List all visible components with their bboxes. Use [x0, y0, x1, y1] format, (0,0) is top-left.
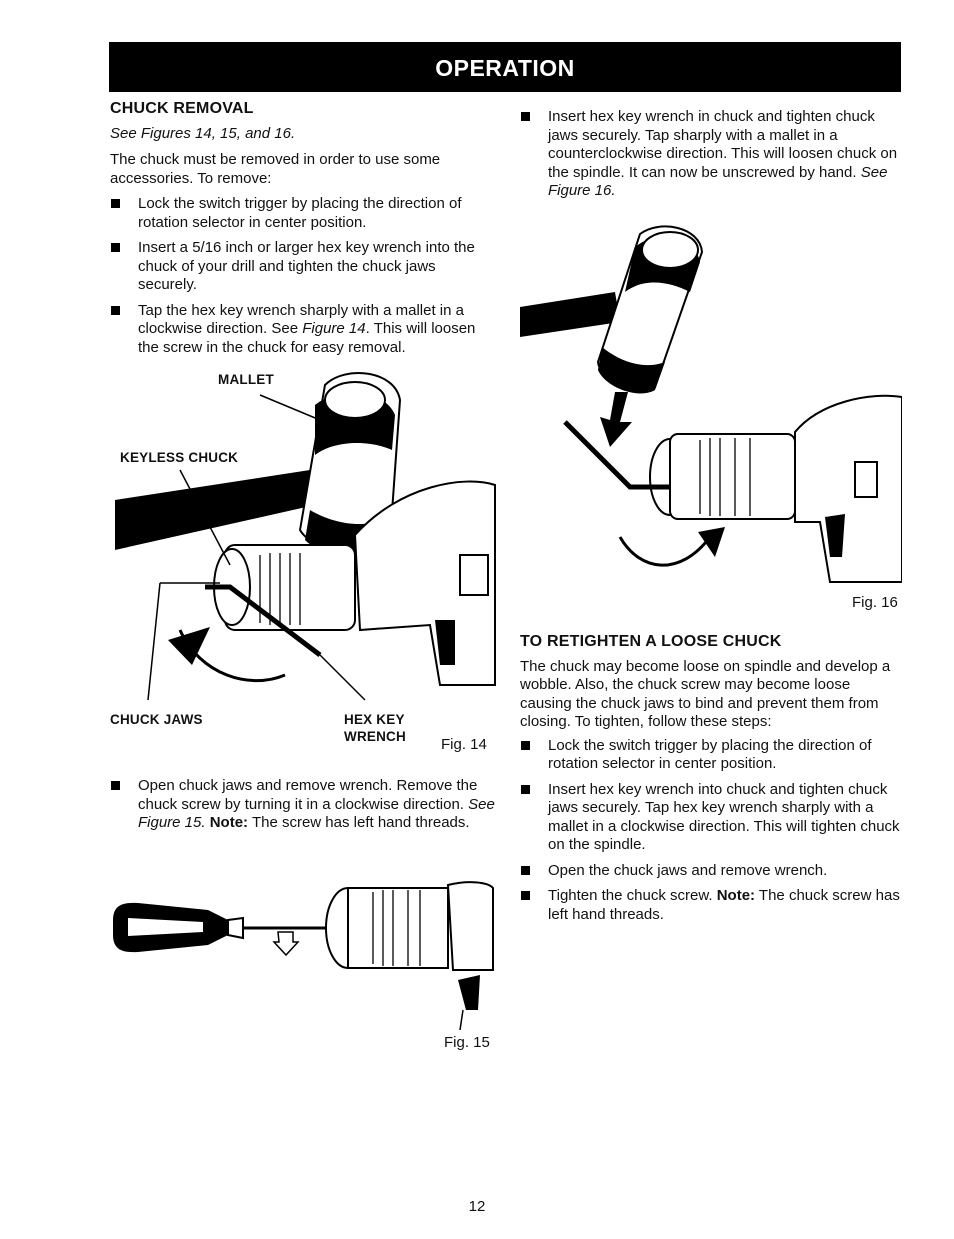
- chuck-removal-subheading: See Figures 14, 15, and 16.: [110, 124, 296, 142]
- bullet-text: Insert hex key wrench in chuck and tight…: [548, 108, 898, 200]
- figure-14-illustration: [110, 365, 500, 705]
- chuck-removal-intro: The chuck must be removed in order to us…: [110, 151, 441, 187]
- list-item: Tighten the chuck screw. Note: The chuck…: [520, 887, 902, 924]
- figure-14-label: Fig. 14: [441, 736, 487, 753]
- figure-reference: Figure 14: [302, 320, 366, 337]
- section-header: OPERATION: [109, 42, 901, 92]
- bullet-text: Insert a 5/16 inch or larger hex key wre…: [138, 239, 475, 293]
- bullet-square-icon: [111, 305, 120, 315]
- note-label: Note:: [209, 814, 249, 831]
- bullet-text: Open the chuck jaws and remove wrench.: [548, 861, 828, 879]
- list-item: Lock the switch trigger by placing the d…: [110, 195, 495, 232]
- callout-mallet: MALLET: [218, 372, 274, 387]
- bullet-text: Insert hex key wrench into chuck and tig…: [548, 780, 900, 854]
- right-column: Insert hex key wrench in chuck and tight…: [520, 108, 902, 208]
- list-item: Open the chuck jaws and remove wrench.: [520, 862, 902, 881]
- list-item: Lock the switch trigger by placing the d…: [520, 737, 902, 774]
- bullet-square-icon: [111, 243, 120, 252]
- left-column: CHUCK REMOVAL See Figures 14, 15, and 16…: [110, 100, 495, 364]
- figure-16-label: Fig. 16: [852, 594, 898, 611]
- callout-keyless-chuck: KEYLESS CHUCK: [120, 450, 239, 465]
- left-column-lower: Open chuck jaws and remove wrench. Remov…: [110, 777, 495, 840]
- bullet-text: Lock the switch trigger by placing the d…: [138, 195, 462, 231]
- retighten-heading: TO RETIGHTEN A LOOSE CHUCK: [520, 633, 782, 650]
- figure-16-illustration: [520, 222, 902, 587]
- callout-hex-key: HEX KEY: [344, 712, 405, 727]
- callout-wrench: WRENCH: [344, 729, 406, 744]
- bullet-text: Lock the switch trigger by placing the d…: [548, 736, 872, 773]
- list-item: Insert hex key wrench in chuck and tight…: [520, 108, 902, 201]
- bullet-square-icon: [521, 784, 530, 794]
- bullet-square-icon: [521, 112, 530, 121]
- retighten-intro: The chuck may become loose on spindle an…: [520, 657, 891, 731]
- page-number: 12: [468, 1198, 486, 1215]
- chuck-removal-heading: CHUCK REMOVAL: [110, 100, 254, 117]
- section-title: OPERATION: [435, 55, 575, 81]
- bullet-square-icon: [521, 891, 530, 900]
- list-item: Insert hex key wrench into chuck and tig…: [520, 781, 902, 855]
- callout-chuck-jaws: CHUCK JAWS: [110, 712, 203, 727]
- figure-15-illustration: [108, 870, 498, 1030]
- bullet-text: Open chuck jaws and remove wrench. Remov…: [138, 777, 495, 831]
- list-item: Insert a 5/16 inch or larger hex key wre…: [110, 239, 495, 295]
- figure-15-label: Fig. 15: [444, 1034, 490, 1051]
- figure-reference: See Figure 15.: [138, 795, 495, 832]
- bullet-square-icon: [521, 740, 530, 750]
- bullet-text: Tap the hex key wrench sharply with a ma…: [138, 301, 476, 356]
- note-label: Note:: [716, 887, 756, 904]
- list-item: Tap the hex key wrench sharply with a ma…: [110, 302, 495, 358]
- figure-reference: See Figure 16.: [548, 163, 888, 200]
- bullet-square-icon: [521, 865, 530, 875]
- bullet-text: Tighten the chuck screw. Note: The chuck…: [548, 887, 900, 923]
- bullet-square-icon: [111, 199, 120, 208]
- right-column-lower: TO RETIGHTEN A LOOSE CHUCK The chuck may…: [520, 633, 902, 931]
- list-item: Open chuck jaws and remove wrench. Remov…: [110, 777, 495, 833]
- bullet-square-icon: [111, 781, 120, 790]
